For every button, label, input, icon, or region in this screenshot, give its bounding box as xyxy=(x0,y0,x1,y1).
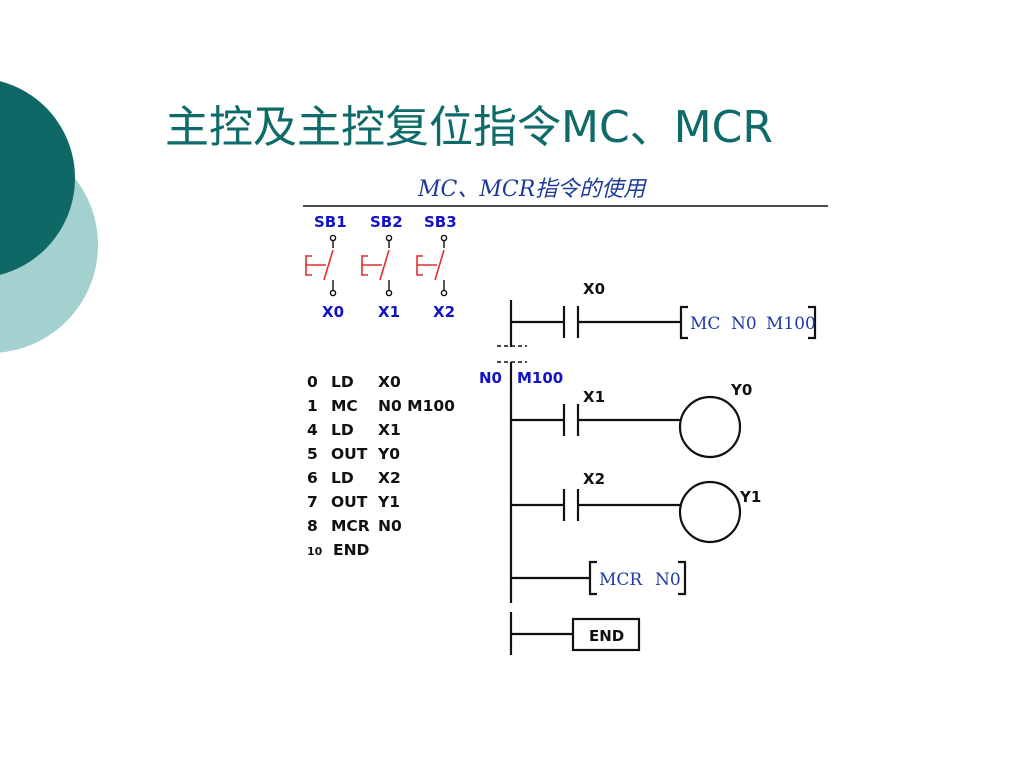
instruction-row: 4 LD X1 xyxy=(307,421,401,439)
pushbutton-symbol xyxy=(361,255,382,276)
contact-x2-label: X2 xyxy=(583,470,605,488)
rung-y0: X1 Y0 xyxy=(511,381,752,459)
instruction-row: 5 OUT Y0 xyxy=(307,445,400,463)
instruction-row: 1 MC N0 M100 xyxy=(307,397,455,415)
switch-label: SB2 xyxy=(370,213,403,231)
switch-sb3: SB3 X2 xyxy=(416,213,457,321)
mc-box-op: MC xyxy=(690,314,720,334)
contact-x0-label: X0 xyxy=(583,280,605,298)
switch-input-label: X2 xyxy=(433,303,455,321)
instruction-row: 10 END xyxy=(307,541,370,559)
end-box-label: END xyxy=(589,627,624,645)
opcode: OUT xyxy=(331,445,368,463)
step-number: 0 xyxy=(307,373,318,391)
opcode: LD xyxy=(331,469,354,487)
rung-mc: X0 MC N0 M100 xyxy=(509,280,817,347)
mc-contact-n0-m100: N0 M100 xyxy=(479,345,563,388)
operand: N0 M100 xyxy=(378,397,455,415)
coil-y1-label: Y1 xyxy=(739,488,761,506)
switch-input-label: X1 xyxy=(378,303,400,321)
step-number: 8 xyxy=(307,517,318,535)
opcode: LD xyxy=(331,373,354,391)
mcr-box-op: MCR xyxy=(599,570,643,590)
contact-x1-label: X1 xyxy=(583,388,605,406)
mcr-box-left-bracket xyxy=(588,560,597,596)
coil-y0 xyxy=(678,395,742,459)
dark-teal-circle xyxy=(0,81,75,275)
opcode: END xyxy=(333,541,370,559)
switch-sb2: SB2 X1 xyxy=(361,213,403,321)
operand: Y1 xyxy=(377,493,400,511)
opcode: LD xyxy=(331,421,354,439)
operand: X2 xyxy=(378,469,401,487)
switch-input-label: X0 xyxy=(322,303,344,321)
switch-blade xyxy=(434,249,445,281)
switch-label: SB3 xyxy=(424,213,457,231)
switch-sb1: SB1 X0 xyxy=(305,213,347,321)
rung-mcr: MCR N0 xyxy=(511,560,687,596)
switch-blade xyxy=(379,249,390,281)
step-number: 5 xyxy=(307,445,318,463)
instruction-row: 0 LD X0 xyxy=(307,373,401,391)
mc-box-nest: N0 xyxy=(731,314,757,334)
step-number: 6 xyxy=(307,469,318,487)
decorative-circles xyxy=(0,81,98,353)
slide-title: 主控及主控复位指令MC、MCR xyxy=(165,102,773,153)
switch-label: SB1 xyxy=(314,213,347,231)
switch-blade xyxy=(323,249,334,281)
mcr-box-nest: N0 xyxy=(655,570,681,590)
diagram-title: MC、MCR指令的使用 xyxy=(417,177,647,202)
step-number: 7 xyxy=(307,493,318,511)
opcode: OUT xyxy=(331,493,368,511)
mcr-box-right-bracket xyxy=(678,560,687,596)
operand: X0 xyxy=(378,373,401,391)
instruction-list: 0 LD X0 1 MC N0 M100 4 LD X1 5 OUT Y0 6 … xyxy=(307,373,455,559)
mc-contact-label: M100 xyxy=(517,369,563,387)
pushbutton-symbol xyxy=(305,255,326,276)
step-number: 4 xyxy=(307,421,318,439)
operand: Y0 xyxy=(377,445,400,463)
end-box xyxy=(571,617,641,652)
coil-y1 xyxy=(678,480,742,544)
step-number: 10 xyxy=(307,545,323,558)
opcode: MCR xyxy=(331,517,370,535)
instruction-row: 6 LD X2 xyxy=(307,469,401,487)
instruction-row: 8 MCR N0 xyxy=(307,517,402,535)
nest-label: N0 xyxy=(479,369,502,387)
mc-box-right-bracket xyxy=(808,305,817,340)
coil-y0-label: Y0 xyxy=(730,381,752,399)
operand: X1 xyxy=(378,421,401,439)
rung-y1: X2 Y1 xyxy=(511,470,761,544)
pushbutton-symbol xyxy=(416,255,437,276)
rung-end: END xyxy=(509,612,641,655)
mc-box-left-bracket xyxy=(679,305,688,340)
operand: N0 xyxy=(378,517,402,535)
opcode: MC xyxy=(331,397,358,415)
step-number: 1 xyxy=(307,397,318,415)
instruction-row: 7 OUT Y1 xyxy=(307,493,400,511)
mc-box-device: M100 xyxy=(766,314,816,334)
